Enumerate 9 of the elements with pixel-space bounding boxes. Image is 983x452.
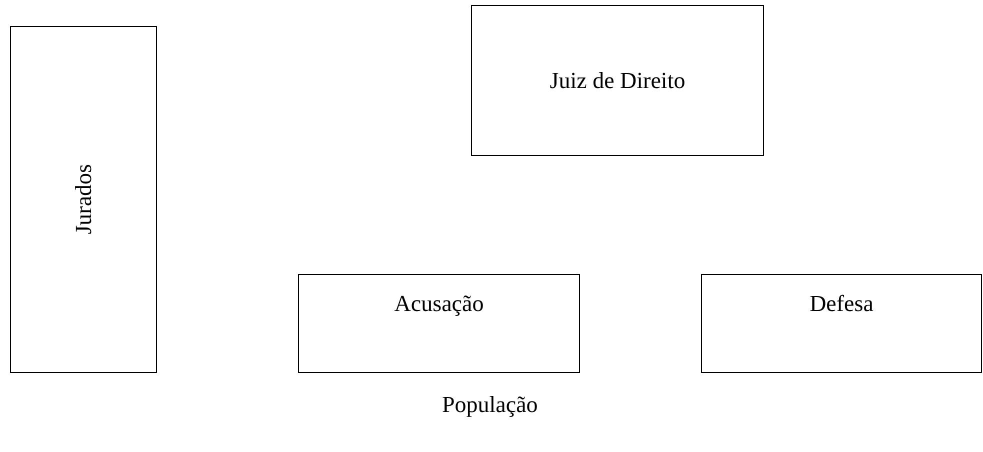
box-label: Juiz de Direito [550,68,686,94]
audience-label: População [442,392,538,418]
box-label: Jurados [70,164,96,235]
jury-box [10,26,157,373]
box-label: Acusação [394,291,484,317]
prosecution-box [298,274,580,373]
defense-box [701,274,982,373]
judge-box [471,5,764,156]
box-label: Defesa [810,291,874,317]
